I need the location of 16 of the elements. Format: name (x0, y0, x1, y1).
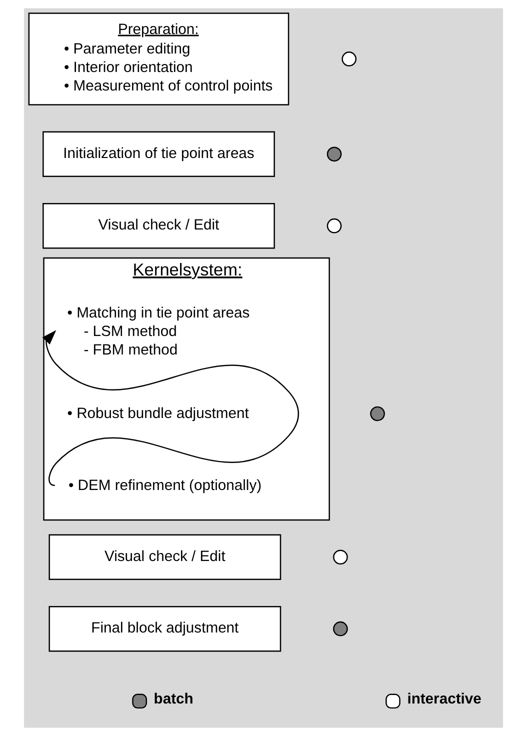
node-circle (332, 550, 348, 565)
node-circle (326, 146, 342, 162)
node-text: • Robust bundle adjustment (66, 406, 248, 422)
node-circle (326, 218, 342, 234)
node-box: Visual check / Edit (42, 202, 274, 249)
node-box: Preparation: • Parameter editing • Interior orientation • Measurement of control points (28, 12, 289, 106)
legend-label: interactive (406, 692, 481, 708)
node-box: Visual check / Edit (48, 534, 281, 580)
node-box: Final block adjustment (48, 606, 281, 652)
node-circle (370, 406, 384, 422)
legend-label: batch (153, 692, 193, 708)
node-text: • DEM refinement (optionally) (68, 478, 262, 494)
node-box: Initialization of tie point areas (42, 131, 274, 178)
node-text: • Matching in tie point areas - LSM method - FBM method (66, 305, 250, 359)
node-circle (341, 52, 356, 66)
node-circle (332, 621, 348, 636)
